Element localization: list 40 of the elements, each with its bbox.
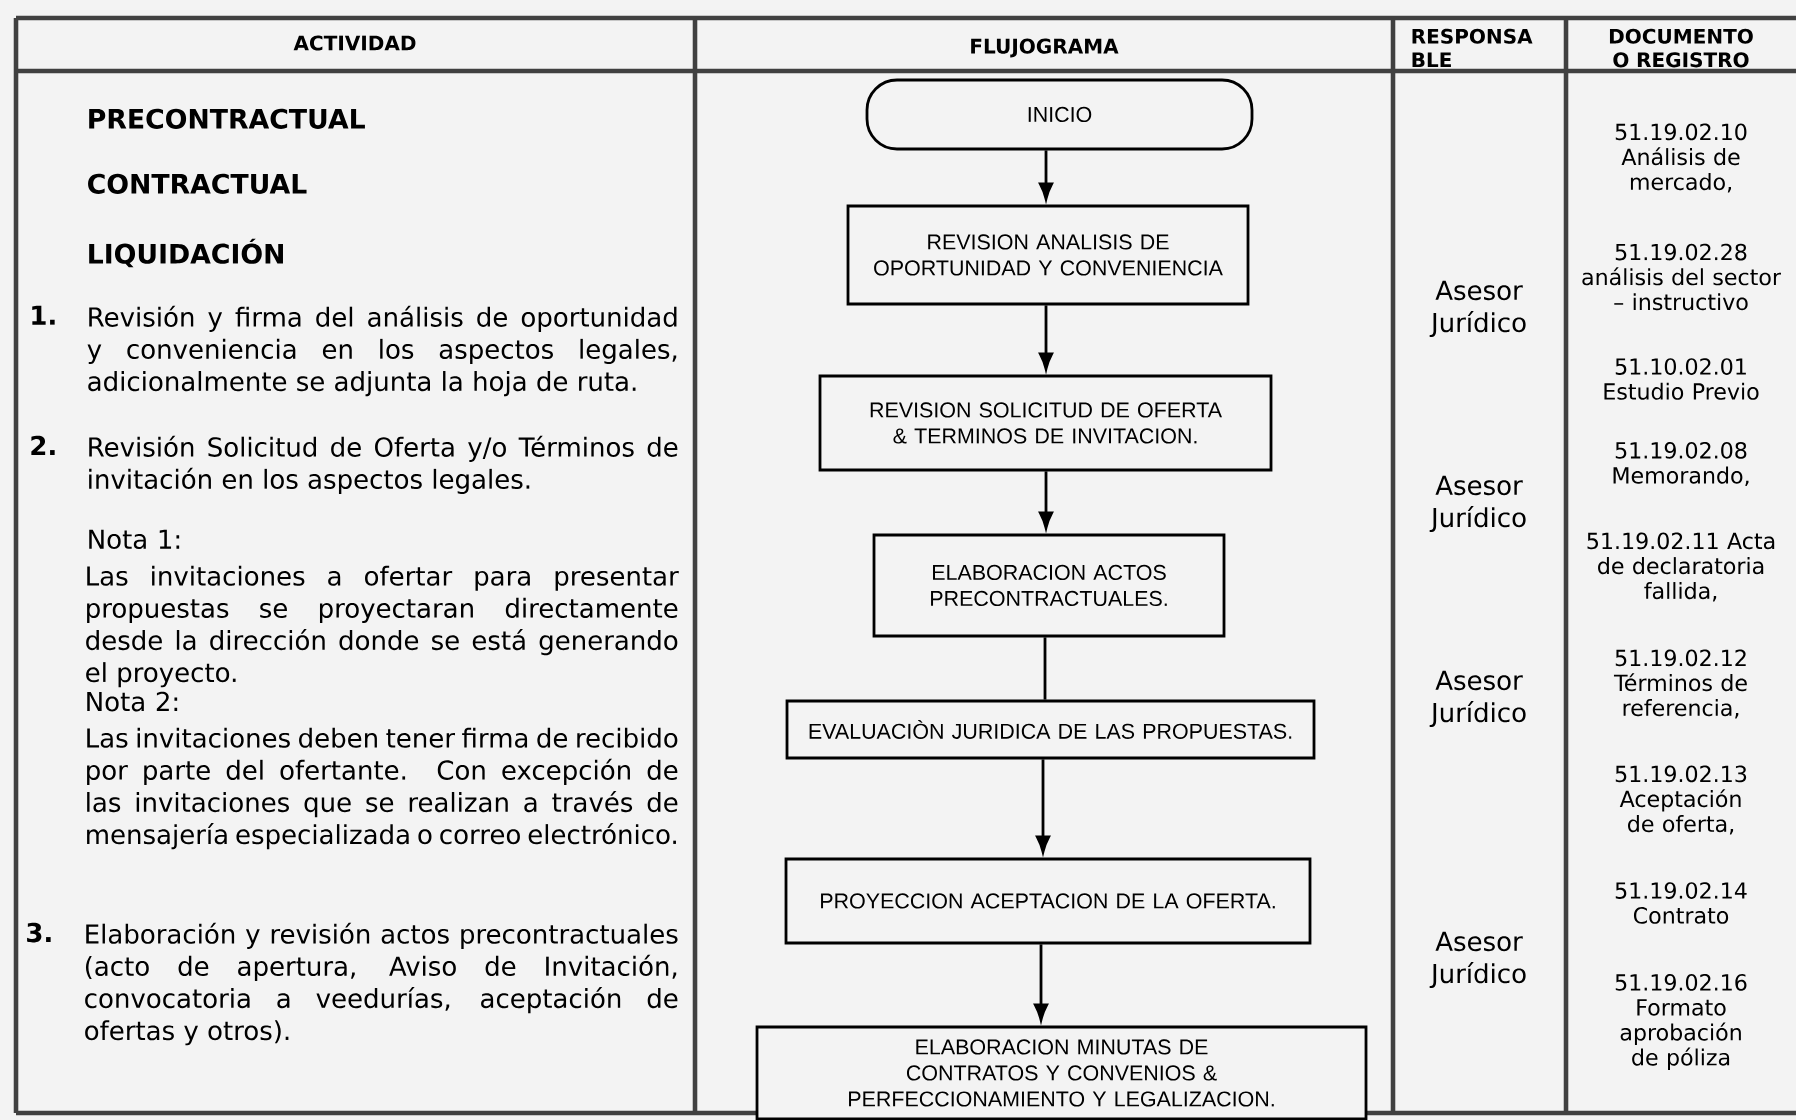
document-text: 51.19.02.11 Acta de declaratoria fallida, — [1587, 532, 1775, 602]
phase-heading: CONTRACTUAL — [88, 173, 307, 194]
connector-line — [1043, 637, 1047, 700]
phase-heading: LIQUIDACIÓN — [89, 238, 283, 268]
note-text: Las invitaciones a ofertar para presentar propuestas se proyectaran directamente desde la dirección donde se está generando el proyecto. — [86, 565, 679, 688]
process-box: ELABORACION MINUTAS DE CONTRATOS Y CONVENIOS & PERFECCIONAMIENTO Y LEGALIZACION. — [755, 1025, 1368, 1120]
step-text: Elaboración y revisión actos precontractuales (acto de apertura, Aviso de Invitación, convocatoria a veedurías, aceptación de ofertas y otros). — [85, 922, 678, 1046]
step-number: 1. — [32, 305, 55, 325]
process-box: EVALUACIÒN JURIDICA DE LAS PROPUESTAS. — [785, 699, 1316, 760]
document-text: 51.19.02.10 Análisis de mercado, — [1615, 123, 1747, 193]
column-header: FLUJOGRAMA — [971, 38, 1119, 58]
responsible-text: Asesor Jurídico — [1429, 670, 1526, 728]
document-text: 51.10.02.01 Estudio Previo — [1604, 358, 1759, 400]
step-number: 3. — [27, 922, 51, 943]
process-box: REVISION ANALISIS DE OPORTUNIDAD Y CONVENIENCIA — [846, 204, 1250, 306]
process-box: ELABORACION ACTOS PRECONTRACTUALES. — [872, 533, 1226, 638]
document-text: 51.19.02.28 análisis del sector – instructivo — [1582, 243, 1781, 311]
start-box: INICIO — [865, 78, 1254, 151]
process-box: REVISION SOLICITUD DE OFERTA & TERMINOS DE INVITACION. — [818, 374, 1273, 472]
document-text: 51.19.02.16 Formato aprobación de póliza — [1615, 974, 1747, 1070]
document-text: 51.19.02.13 Aceptación de oferta, — [1615, 765, 1747, 835]
document-text: 51.19.02.08 Memorando, — [1613, 442, 1749, 486]
document-text: 51.19.02.14 Contrato — [1615, 882, 1747, 924]
responsible-text: Asesor Jurídico — [1429, 931, 1526, 989]
arrow — [1034, 944, 1048, 1022]
responsible-text: Asesor Jurídico — [1429, 280, 1526, 338]
note-heading: Nota 1: — [89, 529, 180, 550]
document-text: 51.19.02.12 Términos de referencia, — [1613, 649, 1747, 719]
phase-heading: PRECONTRACTUAL — [89, 108, 365, 129]
note-text: Las invitaciones deben tener firma de recibido por parte del ofertante. Con excepción de las invitaciones que se realizan a través de mensajería especializada o correo electrónico. — [87, 727, 678, 850]
step-number: 2. — [31, 435, 55, 455]
column-header: RESPONSA BLE — [1412, 28, 1533, 68]
arrow — [1036, 759, 1050, 854]
step-text: Revisión Solicitud de Oferta y/o Términos de invitación en los aspectos legales. — [89, 435, 678, 495]
step-text: Revisión y firma del análisis de oportunidad y conveniencia en los aspectos legales, adicionalmente se adjunta la hoja de ruta. — [87, 305, 677, 397]
responsible-text: Asesor Jurídico — [1429, 475, 1526, 533]
column-header: DOCUMENTO O REGISTRO — [1609, 28, 1753, 68]
column-header: ACTIVIDAD — [293, 35, 416, 51]
process-box: PROYECCION ACEPTACION DE LA OFERTA. — [784, 857, 1312, 945]
note-heading: Nota 2: — [87, 691, 178, 712]
